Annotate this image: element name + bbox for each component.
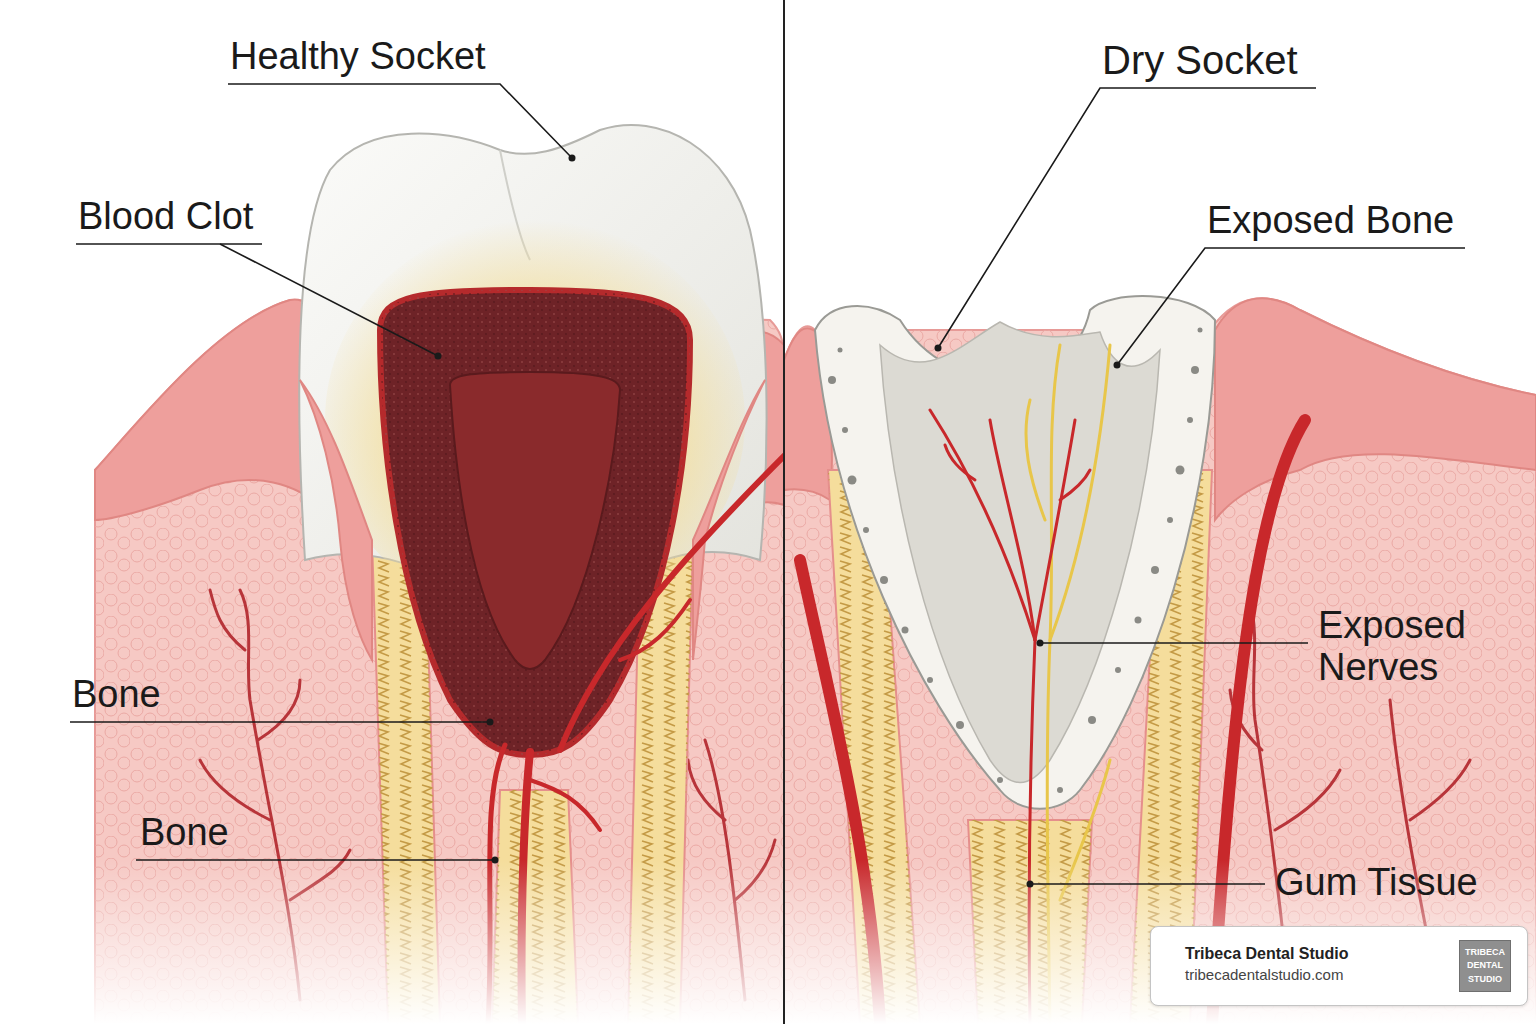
gum-lip: [300, 380, 372, 660]
bone-pore: [1057, 787, 1063, 793]
bone-pore: [1198, 328, 1203, 333]
bone-pore: [842, 427, 848, 433]
leader-dot: [1027, 881, 1034, 888]
part-label: Exposed Bone: [1207, 200, 1454, 242]
bone-pore: [838, 348, 843, 353]
leader-line: [1117, 248, 1465, 365]
bone-pore: [956, 721, 964, 729]
bone-pore: [848, 476, 857, 485]
leader-line: [228, 84, 572, 158]
part-label: Gum Tissue: [1275, 862, 1478, 904]
bone-pore: [1088, 716, 1096, 724]
gum-lip: [1215, 298, 1536, 520]
blood-vessel: [620, 600, 690, 660]
leader-dot: [435, 155, 1121, 888]
bone-pore: [997, 777, 1003, 783]
leader-dot: [492, 857, 499, 864]
gum-lip: [693, 380, 765, 660]
exposed-vessel: [1035, 420, 1075, 640]
exposed-nerve: [1026, 400, 1045, 520]
leader-line: [1040, 642, 1308, 644]
leader-dot: [487, 719, 494, 726]
bone-pore: [1135, 617, 1142, 624]
exposed-nerve: [1050, 345, 1110, 640]
blood-clot: [380, 290, 690, 755]
bone-pore: [1176, 466, 1185, 475]
exposed-vessel: [990, 420, 1035, 640]
blood-vessel: [688, 760, 725, 820]
leader-dot: [1037, 640, 1044, 647]
blood-vessel: [530, 780, 600, 830]
leader-dot: [569, 155, 576, 162]
exposed-vessel: [1060, 470, 1090, 500]
logo-box: TRIBECA DENTAL STUDIO: [1459, 940, 1511, 992]
clot-core: [450, 372, 620, 669]
blood-vessel: [258, 680, 300, 740]
part-label: Dry Socket: [1102, 38, 1298, 82]
blood-vessel: [560, 450, 783, 750]
part-label: Bone: [72, 674, 161, 716]
bone-pore: [828, 376, 836, 384]
bone-pore: [927, 677, 933, 683]
bone-pore: [880, 576, 888, 584]
blood-vessel: [1410, 760, 1470, 820]
part-label: Bone: [140, 812, 229, 854]
leader-line: [136, 859, 495, 861]
bone-pore: [828, 328, 1203, 794]
leader-line: [70, 84, 1465, 884]
bottom-fade: [0, 860, 1536, 1024]
blood-vessel: [200, 760, 270, 820]
leader-dot: [435, 353, 442, 360]
panel-divider: [783, 0, 785, 1024]
leader-dot: [935, 345, 942, 352]
bone-pore: [1191, 366, 1199, 374]
empty-socket: [880, 322, 1160, 783]
part-label: Exposed Nerves: [1318, 605, 1508, 689]
watermark-box: Tribeca Dental Studiotribecadentalstudio…: [1150, 926, 1528, 1006]
blood-vessel: [210, 590, 245, 650]
part-label: Healthy Socket: [230, 36, 486, 78]
part-label: Blood Clot: [78, 196, 253, 238]
leader-dot: [1114, 362, 1121, 369]
exposed-vessel: [945, 445, 975, 480]
leader-line: [76, 243, 262, 245]
leader-line: [220, 244, 438, 356]
leader-line: [1030, 883, 1265, 885]
logo-text: TRIBECA DENTAL STUDIO: [1462, 946, 1508, 985]
bone-pore: [863, 527, 869, 533]
bone-pore: [902, 627, 909, 634]
bone-pore: [1187, 417, 1193, 423]
blood-clot: [380, 290, 690, 755]
bone-pore: [1151, 566, 1159, 574]
leader-line: [70, 721, 490, 723]
blood-vessel: [1275, 770, 1340, 830]
bone-pore: [1167, 517, 1173, 523]
exposed-bone: [815, 296, 1215, 809]
exposed-vessel: [930, 410, 1035, 640]
bone-pore: [1115, 667, 1121, 673]
